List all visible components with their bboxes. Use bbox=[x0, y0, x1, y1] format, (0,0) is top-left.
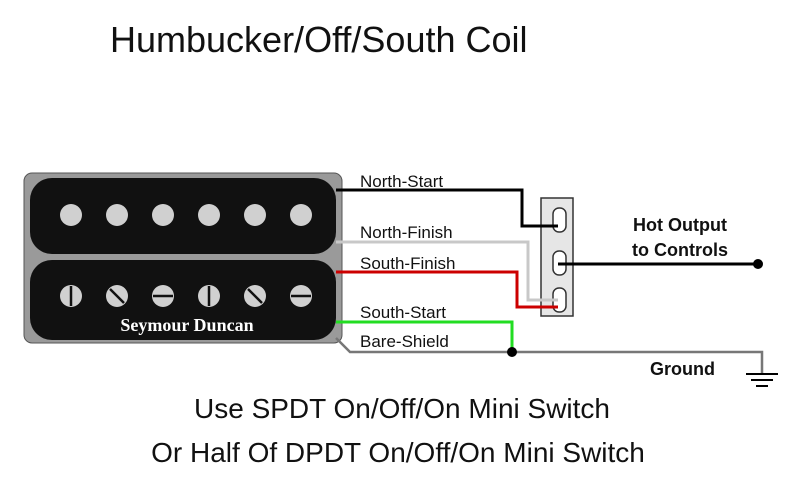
south-coil-poles bbox=[60, 285, 312, 307]
label-hot-output-line2: to Controls bbox=[632, 240, 728, 260]
note-line-1: Use SPDT On/Off/On Mini Switch bbox=[194, 393, 610, 424]
pole-screw bbox=[244, 285, 266, 307]
label-south-finish: South-Finish bbox=[360, 254, 455, 273]
pickup-brand: Seymour Duncan bbox=[120, 315, 253, 335]
label-north-start: North-Start bbox=[360, 172, 443, 191]
pole-screw bbox=[152, 285, 174, 307]
north-coil bbox=[30, 178, 336, 254]
pole-slug bbox=[106, 204, 128, 226]
wire-south-finish bbox=[336, 270, 558, 309]
pole-screw bbox=[60, 285, 82, 307]
label-south-start: South-Start bbox=[360, 303, 446, 322]
label-bare-shield: Bare-Shield bbox=[360, 332, 449, 351]
pole-slug bbox=[198, 204, 220, 226]
pole-slug bbox=[290, 204, 312, 226]
wire-north-finish bbox=[336, 240, 558, 302]
ground-icon bbox=[746, 373, 778, 387]
pole-screw bbox=[198, 285, 220, 307]
south-coil bbox=[30, 260, 336, 340]
pole-slug bbox=[152, 204, 174, 226]
humbucker-pickup: Seymour Duncan bbox=[23, 172, 343, 344]
note-line-2: Or Half Of DPDT On/Off/On Mini Switch bbox=[151, 437, 645, 468]
switch-lug-top bbox=[552, 207, 567, 233]
wire-north-start bbox=[336, 188, 558, 228]
wire-bare-shield bbox=[335, 337, 764, 374]
ground-junction bbox=[507, 347, 517, 357]
hot-output-terminal bbox=[753, 259, 763, 269]
pole-screw bbox=[290, 285, 312, 307]
pole-screw bbox=[106, 285, 128, 307]
diagram-title: Humbucker/Off/South Coil bbox=[110, 19, 528, 60]
wire-south-start bbox=[336, 320, 514, 352]
label-north-finish: North-Finish bbox=[360, 223, 453, 242]
north-coil-poles bbox=[60, 204, 312, 226]
pole-slug bbox=[244, 204, 266, 226]
label-ground: Ground bbox=[650, 359, 715, 379]
pole-slug bbox=[60, 204, 82, 226]
label-hot-output-line1: Hot Output bbox=[633, 215, 727, 235]
mini-switch bbox=[540, 197, 574, 317]
